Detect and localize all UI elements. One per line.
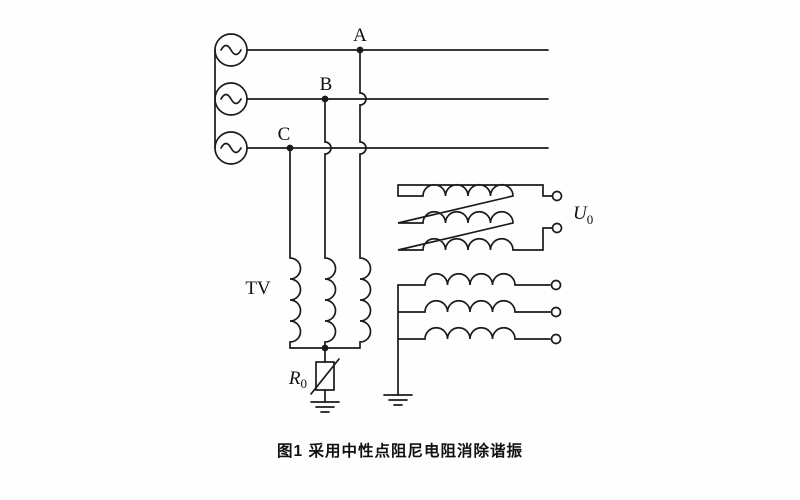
junction-dot (356, 46, 364, 54)
secondary-winding-b (397, 299, 562, 318)
phase-b-label: B (320, 74, 333, 95)
ground-icon (383, 394, 413, 406)
phase-terminal (550, 279, 562, 291)
phase-terminal (550, 306, 562, 318)
r0-label-sub: 0 (301, 376, 308, 391)
phase-c-label: C (278, 124, 291, 145)
r0-label: R0 (288, 368, 307, 391)
u0-label-sub: 0 (587, 212, 594, 227)
phase-a-label: A (353, 25, 367, 46)
r0-label-main: R (288, 368, 301, 389)
junction-dot (321, 95, 329, 103)
u0-label: U0 (573, 203, 593, 227)
secondary-winding-c (397, 326, 562, 345)
figure-caption: 图1 采用中性点阻尼电阻消除谐振 (277, 441, 523, 460)
phase-terminal (550, 333, 562, 345)
u0-label-main: U (573, 203, 588, 224)
ac-source-icon (214, 131, 248, 165)
secondary-winding-a (397, 272, 562, 291)
open-delta-winding (397, 183, 563, 251)
tv-label: TV (245, 278, 271, 299)
damping-resistor-r0 (310, 358, 340, 403)
ac-source-icon (214, 33, 248, 67)
u0-terminal (551, 222, 563, 234)
tv-primary-winding-c (289, 147, 302, 349)
junction-dot (321, 344, 329, 352)
ac-source-icon (214, 82, 248, 116)
u0-terminal (551, 190, 563, 202)
tv-primary-winding-a (359, 49, 372, 349)
tv-primary-winding-b (324, 98, 337, 349)
ground-icon (310, 401, 340, 413)
junction-dot (286, 144, 294, 152)
